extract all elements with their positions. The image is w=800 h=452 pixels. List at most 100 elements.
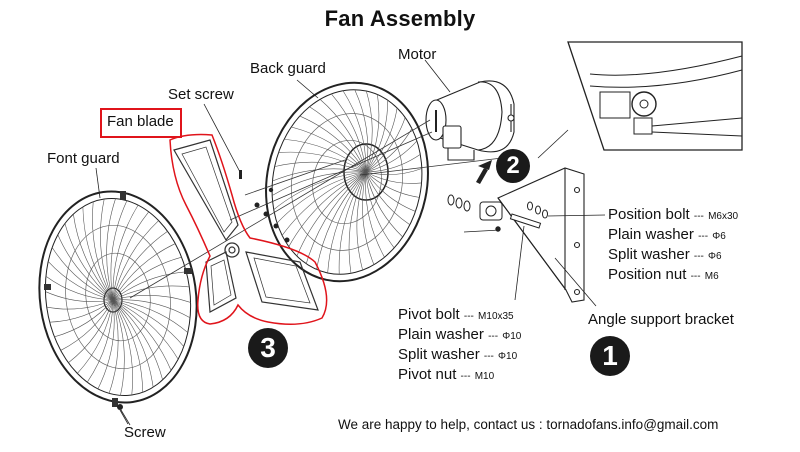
guard-wire (82, 206, 114, 301)
guard-wire (112, 299, 154, 388)
guard-wire (316, 171, 367, 270)
guard-wire (86, 299, 114, 383)
guard-wire (365, 154, 421, 173)
spec-pivot-nut: Pivot nut --- M10 (398, 366, 521, 386)
guard-wire (112, 220, 159, 301)
position-specs: Position bolt --- M6x30 Plain washer ---… (608, 206, 738, 286)
guard-wire (338, 171, 367, 275)
guard-wire (49, 299, 114, 323)
guard-wire (291, 126, 367, 173)
label-motor: Motor (398, 46, 437, 63)
spec-separator: --- (690, 271, 701, 282)
angle-bracket-drawing (497, 167, 585, 303)
guard-wire (112, 299, 144, 393)
guard-wire (272, 171, 367, 196)
guard-wire (112, 299, 125, 396)
spec-value: M10x35 (478, 311, 514, 322)
guard-wire (64, 223, 114, 301)
label-screw: Screw (124, 424, 166, 441)
spec-pivot-bolt: Pivot bolt --- M10x35 (398, 306, 521, 326)
set-screws-drawing (239, 170, 290, 243)
guard-wire (362, 171, 375, 265)
guard-wire (365, 171, 395, 249)
spec-separator: --- (693, 251, 704, 262)
guard-wire (319, 99, 367, 173)
guard-wire (97, 299, 115, 390)
spec-separator: --- (698, 231, 709, 242)
guard-wire (331, 93, 367, 173)
guard-wire (51, 247, 114, 301)
spec-value: Φ10 (502, 331, 522, 342)
guard-wire (112, 285, 190, 301)
spec-separator: --- (488, 331, 499, 342)
page-title: Fan Assembly (324, 6, 476, 31)
back-guard-drawing (265, 81, 429, 283)
label-angle-support-bracket: Angle support bracket (588, 311, 734, 328)
fan-blade-highlight-outline (169, 133, 328, 325)
guard-wire (112, 271, 187, 301)
spec-plain-washer: Plain washer --- Φ10 (398, 326, 521, 346)
label-set-screw: Set screw (168, 86, 234, 103)
guard-wire (60, 299, 114, 351)
guard-wire (365, 117, 406, 173)
guard-wire (309, 106, 367, 173)
guard-wire (274, 161, 367, 173)
guard-wire (272, 168, 367, 182)
spec-value: Φ6 (712, 231, 726, 242)
spec-name: Plain washer (608, 226, 694, 243)
label-front-guard: Font guard (47, 150, 120, 167)
guard-wire (45, 291, 114, 302)
label-fan-blade: Fan blade (107, 113, 174, 130)
guard-wire (45, 275, 114, 301)
spec-separator: --- (483, 351, 494, 362)
spec-value: M10 (474, 371, 495, 382)
guard-wire (73, 214, 114, 301)
guard-wire (100, 198, 114, 301)
step-3-badge: 3 (248, 328, 288, 368)
guard-wire (112, 204, 139, 301)
guard-wire (112, 243, 176, 301)
fan-blade-label-highlight (100, 108, 182, 138)
direction-arrow-icon (476, 160, 492, 184)
label-leader-lines (95, 59, 606, 426)
guard-wire (112, 299, 133, 396)
spec-name: Pivot bolt (398, 306, 460, 323)
step-2-badge: 2 (496, 149, 530, 183)
guard-wire (365, 90, 373, 173)
guard-wire (106, 198, 116, 301)
guard-wire (112, 299, 185, 347)
spec-separator: --- (693, 211, 704, 222)
guard-wire (281, 171, 367, 236)
guard-wire (284, 138, 367, 173)
guard-wire (365, 171, 385, 258)
guard-wire (112, 299, 172, 371)
guard-wire (77, 299, 114, 374)
guard-wire (112, 211, 149, 301)
guard-wire (299, 115, 367, 173)
guard-wire (305, 171, 367, 264)
guard-wire (112, 299, 163, 380)
guard-wire (354, 89, 369, 173)
spec-value: M6x30 (708, 211, 739, 222)
spec-name: Position bolt (608, 206, 690, 223)
spec-value: Φ10 (498, 351, 518, 362)
spec-name: Pivot nut (398, 366, 457, 383)
guard-wire (365, 128, 413, 173)
guard-wire (342, 90, 367, 173)
guard-wire (46, 299, 114, 310)
spec-plain-washer: Plain washer --- Φ6 (608, 226, 738, 246)
guard-wire (365, 171, 403, 238)
spec-value: Φ6 (708, 251, 722, 262)
spec-name: Position nut (608, 266, 687, 283)
guard-wire (348, 171, 367, 274)
guard-wire (278, 151, 367, 173)
fan-blade-drawing (173, 139, 319, 313)
guard-wire (365, 94, 380, 173)
guard-wire (68, 299, 114, 363)
guard-wire (112, 299, 191, 319)
spec-name: Split washer (398, 346, 480, 363)
spec-name: Split washer (608, 246, 690, 263)
guard-wire (365, 171, 416, 212)
guard-wire (112, 256, 182, 301)
